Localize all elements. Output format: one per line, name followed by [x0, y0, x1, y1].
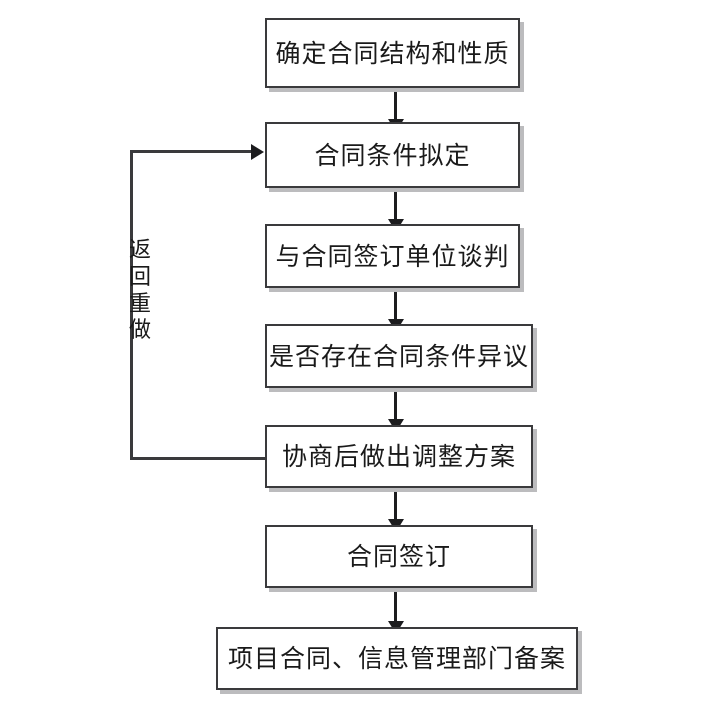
- process-node-4-label: 是否存在合同条件异议: [268, 341, 529, 371]
- process-node-2-label: 合同条件拟定: [314, 140, 471, 170]
- feedback-loop-label: 返回重做: [128, 238, 151, 344]
- process-node-1-label: 确定合同结构和性质: [275, 38, 510, 68]
- feedback-loop-top-segment: [130, 150, 252, 153]
- process-node-7-label: 项目合同、信息管理部门备案: [227, 644, 566, 673]
- process-node-3[interactable]: 与合同签订单位谈判: [265, 224, 520, 288]
- connector-n6-to-n7: [394, 588, 397, 630]
- feedback-loop-arrowhead: [251, 144, 264, 160]
- process-node-2[interactable]: 合同条件拟定: [265, 122, 520, 188]
- connector-n4-to-n5: [394, 388, 397, 428]
- process-node-3-label: 与合同签订单位谈判: [275, 241, 510, 271]
- process-node-4[interactable]: 是否存在合同条件异议: [265, 324, 533, 388]
- process-node-5[interactable]: 协商后做出调整方案: [265, 425, 533, 488]
- connector-n1-to-n2: [394, 88, 397, 128]
- connector-n3-to-n4: [394, 288, 397, 328]
- connector-n2-to-n3: [394, 188, 397, 228]
- feedback-loop-bottom-segment: [130, 457, 267, 460]
- process-node-6[interactable]: 合同签订: [265, 525, 533, 588]
- feedback-loop-left-segment: [130, 150, 133, 460]
- process-node-6-label: 合同签订: [346, 542, 451, 571]
- connector-n5-to-n6: [394, 488, 397, 528]
- process-node-5-label: 协商后做出调整方案: [281, 442, 516, 471]
- process-node-1[interactable]: 确定合同结构和性质: [265, 18, 520, 88]
- process-node-7[interactable]: 项目合同、信息管理部门备案: [216, 627, 578, 690]
